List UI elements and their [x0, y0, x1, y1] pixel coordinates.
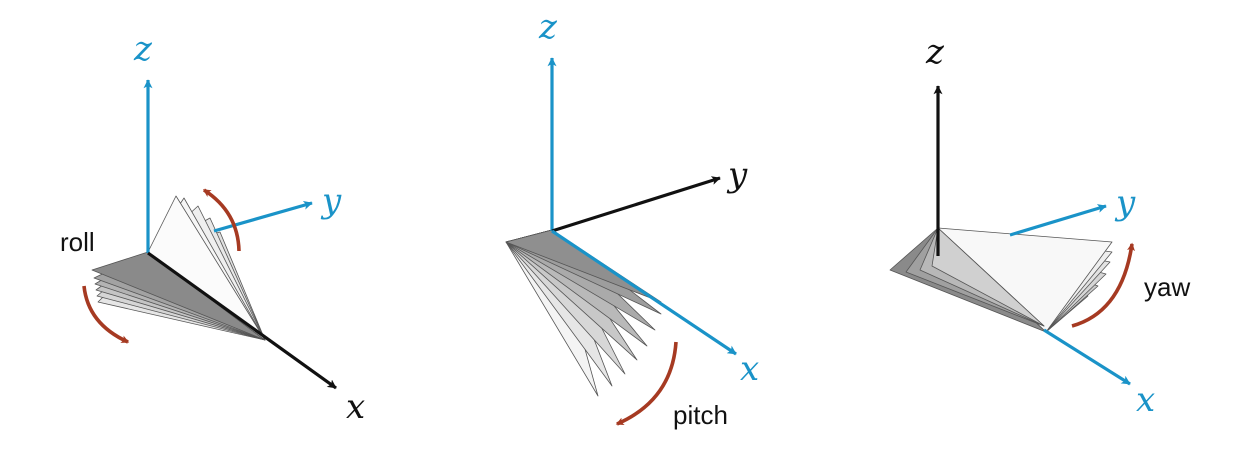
pitch-x-label: x: [740, 349, 759, 389]
pitch-rotation-label: pitch: [673, 400, 728, 430]
roll-y-axis: [213, 200, 313, 233]
yaw-panel: z y x yaw: [889, 32, 1190, 420]
pitch-z-label: z: [538, 7, 558, 47]
pitch-y-axis: [551, 176, 721, 233]
roll-fan: [91, 195, 266, 341]
yaw-rotation-arrow: [1071, 242, 1135, 328]
yaw-fan: [889, 227, 1113, 333]
roll-rotation-arrow-upper: [202, 188, 241, 252]
yaw-z-label: z: [925, 32, 945, 72]
pitch-y-label: y: [726, 155, 748, 195]
yaw-y-axis: [1009, 204, 1107, 237]
roll-rotation-arrow-lower: [82, 285, 130, 344]
pitch-panel: z y x pitch: [505, 7, 759, 430]
yaw-rotation-label: yaw: [1144, 272, 1190, 302]
pitch-x-axis: [551, 229, 737, 356]
yaw-y-label: y: [1114, 183, 1136, 223]
pitch-rotation-arrow: [615, 341, 678, 426]
roll-y-label: y: [320, 181, 342, 221]
yaw-x-label: x: [1136, 380, 1155, 420]
roll-rotation-label: roll: [60, 227, 95, 257]
roll-x-label: x: [346, 387, 365, 427]
yaw-x-axis: [1043, 328, 1131, 386]
pitch-fan: [505, 229, 662, 397]
roll-z-label: z: [133, 29, 153, 69]
roll-panel: z y x roll: [60, 29, 365, 427]
roll-x-axis: [147, 251, 337, 390]
